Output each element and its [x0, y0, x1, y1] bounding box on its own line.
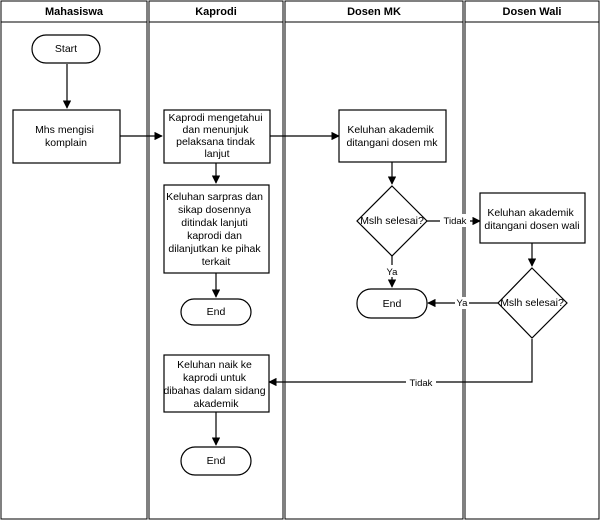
node-decision-wali-label: Mslh selesai? [500, 297, 564, 309]
node-keluhan-naik: Keluhan naik ke kaprodi untuk dibahas da… [163, 354, 270, 413]
edge-wali-tidak [268, 339, 533, 387]
edges [62, 64, 537, 446]
lane-title-mahasiswa: Mahasiswa [45, 6, 104, 18]
node-start-label: Start [55, 43, 77, 55]
lane-dosen-mk: Dosen MK [284, 0, 464, 520]
node-kaprodi-tunjuk-label: Kaprodi mengetahui dan menunjuk pelaksan… [169, 112, 266, 160]
node-dosen-mk-tangani: Keluhan akademik ditangani dosen mk [338, 109, 447, 163]
node-kaprodi-tunjuk: Kaprodi mengetahui dan menunjuk pelaksan… [163, 109, 271, 164]
node-end-2: End [356, 288, 428, 319]
node-dosen-mk-tangani-label: Keluhan akademik ditangani dosen mk [346, 124, 438, 149]
node-end-3: End [180, 446, 252, 476]
node-decision-wali: Mslh selesai? [497, 267, 568, 339]
node-end-3-label: End [207, 455, 226, 467]
node-sarpras-label: Keluhan sarpras dan sikap dosennya ditin… [166, 191, 266, 268]
node-mhs-mengisi: Mhs mengisi komplain [12, 109, 121, 164]
lane-title-kaprodi: Kaprodi [195, 6, 237, 18]
node-end-1: End [180, 298, 252, 326]
node-dosen-wali-tangani-label: Keluhan akademik ditangani dosen wali [484, 207, 579, 232]
lane-title-dosen-mk: Dosen MK [347, 6, 401, 18]
edge-label-mk-tidak: Tidak [444, 216, 467, 227]
node-dosen-wali-tangani: Keluhan akademik ditangani dosen wali [479, 192, 586, 244]
node-end-2-label: End [383, 298, 402, 310]
node-start: Start [31, 34, 101, 64]
lane-dosen-wali: Dosen Wali [464, 0, 600, 520]
lane-title-dosen-wali: Dosen Wali [503, 6, 562, 18]
edge-label-wali-tidak: Tidak [410, 378, 433, 389]
lane-mahasiswa: Mahasiswa [0, 0, 148, 520]
node-sarpras: Keluhan sarpras dan sikap dosennya ditin… [163, 184, 270, 274]
node-mhs-mengisi-label: Mhs mengisi komplain [35, 124, 97, 149]
edge-label-wali-ya: Ya [457, 298, 469, 309]
node-end-1-label: End [207, 306, 226, 318]
node-decision-mk: Mslh selesai? [356, 185, 428, 257]
node-decision-mk-label: Mslh selesai? [360, 215, 424, 227]
edge-labels: Tidak Ya Ya Tidak [385, 214, 470, 389]
lane-kaprodi: Kaprodi [148, 0, 284, 520]
node-keluhan-naik-label: Keluhan naik ke kaprodi untuk dibahas da… [163, 359, 268, 410]
edge-label-mk-ya: Ya [387, 267, 399, 278]
